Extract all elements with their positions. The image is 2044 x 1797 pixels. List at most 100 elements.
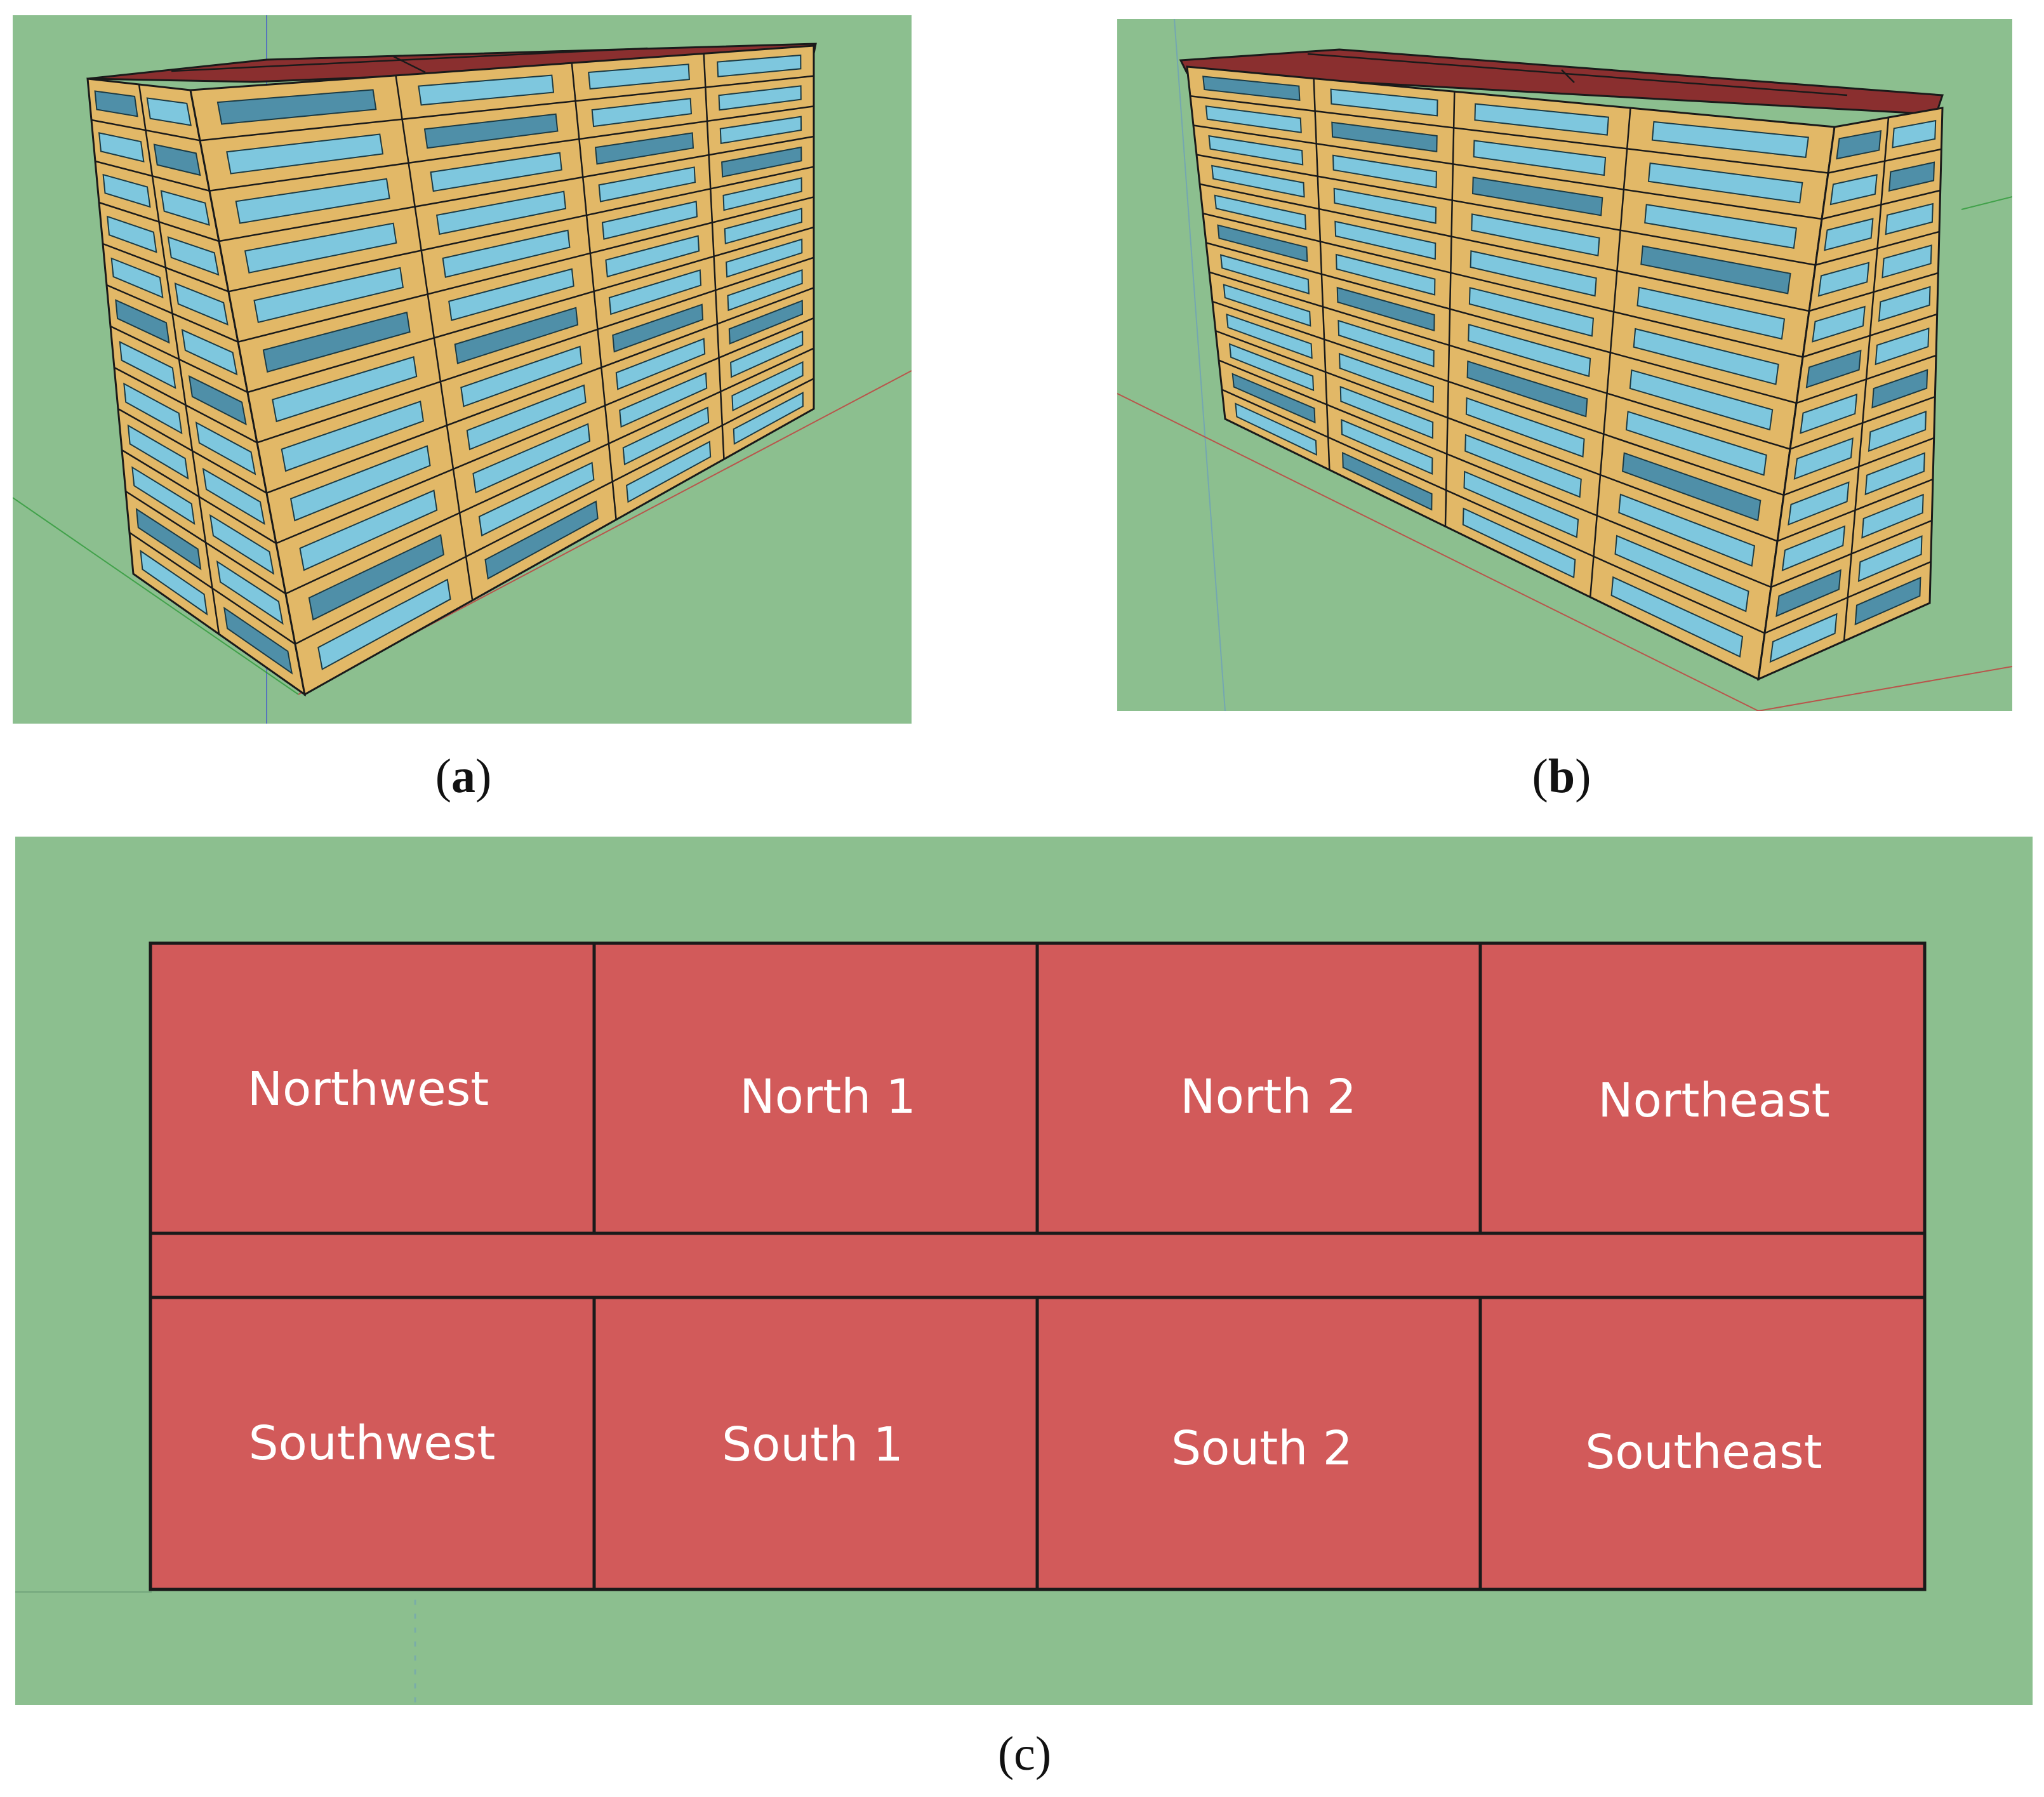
window: [299, 489, 438, 571]
floor-line: [295, 378, 814, 645]
floor-line: [266, 287, 814, 494]
floor-line: [285, 347, 814, 595]
window: [1339, 385, 1434, 439]
window: [281, 401, 425, 472]
window: [1636, 286, 1786, 340]
column-line: [138, 84, 220, 635]
floor-line: [199, 75, 814, 142]
window: [119, 341, 176, 389]
window: [1888, 161, 1935, 192]
window: [448, 268, 574, 321]
window: [223, 606, 293, 675]
window: [174, 282, 229, 326]
floor-line: [256, 256, 814, 444]
window: [1775, 569, 1842, 618]
window: [472, 423, 591, 494]
window: [1805, 349, 1862, 388]
window: [1226, 313, 1313, 359]
floor-plan-svg: [15, 837, 2033, 1705]
window: [1633, 328, 1779, 385]
window: [1208, 135, 1304, 166]
window: [605, 235, 700, 278]
panel-b-building-view: [1117, 19, 2012, 711]
axis-line: [1117, 393, 1759, 711]
window: [1471, 176, 1603, 216]
floor-line: [1190, 95, 1829, 174]
window: [107, 215, 157, 253]
floor-line: [209, 105, 814, 192]
window: [1471, 213, 1600, 256]
window: [308, 534, 444, 621]
window: [1881, 244, 1932, 279]
window: [733, 392, 804, 445]
caption-c: (c): [997, 1727, 1052, 1780]
window: [1640, 245, 1791, 295]
window: [181, 329, 238, 376]
building-3d-view-a: [13, 15, 912, 724]
window: [612, 303, 704, 353]
window: [123, 382, 183, 435]
window: [626, 441, 712, 503]
zone-label-south-1: South 1: [722, 1417, 903, 1472]
window: [1878, 286, 1931, 322]
window: [724, 208, 803, 245]
window: [717, 54, 802, 77]
zone-label-northwest: Northwest: [247, 1062, 489, 1117]
window: [216, 560, 284, 625]
window: [1651, 121, 1809, 159]
floor-line: [1209, 271, 1791, 450]
window: [1885, 202, 1934, 235]
window: [1473, 140, 1607, 176]
window: [1335, 253, 1436, 296]
window: [595, 132, 694, 165]
window: [1342, 451, 1433, 511]
window: [94, 90, 138, 117]
window: [1211, 164, 1305, 198]
window: [423, 113, 559, 149]
caption-b: (b): [1532, 750, 1591, 803]
window: [272, 356, 418, 423]
window: [115, 299, 170, 344]
window: [1331, 121, 1438, 152]
window: [1205, 105, 1302, 133]
floor-line: [237, 196, 814, 343]
column-line: [1589, 107, 1631, 597]
window: [1332, 154, 1437, 189]
window: [430, 152, 562, 192]
panel-c-floor-plan: Northwest North 1 North 2 Northeast Sout…: [15, 837, 2033, 1705]
panel-a-building-view: [13, 15, 912, 724]
window: [235, 178, 390, 224]
window: [1474, 103, 1609, 136]
floor-line: [1218, 359, 1772, 588]
window: [1625, 411, 1767, 476]
window: [1468, 323, 1591, 378]
window: [1618, 493, 1755, 567]
window: [731, 361, 804, 412]
window: [1800, 393, 1858, 434]
axis-line: [1758, 666, 2012, 711]
window: [135, 508, 202, 571]
window: [1330, 88, 1438, 117]
caption-a: (a): [435, 750, 492, 803]
window: [253, 267, 404, 324]
window: [588, 63, 690, 90]
floor-line: [1224, 418, 1759, 680]
window: [209, 514, 275, 575]
window: [1337, 319, 1435, 368]
window: [478, 461, 595, 537]
window: [727, 269, 803, 312]
window: [160, 190, 210, 226]
floor-line: [1221, 388, 1765, 634]
window: [484, 500, 599, 580]
window: [1336, 286, 1435, 332]
zone-label-southwest: Southwest: [248, 1416, 496, 1471]
column-line: [1843, 117, 1890, 642]
window: [1871, 369, 1928, 409]
window: [1231, 373, 1316, 424]
window: [1610, 576, 1744, 658]
building-3d-view-b: [1117, 19, 2012, 711]
window: [728, 300, 804, 345]
window: [726, 238, 803, 278]
floor-line: [228, 166, 814, 293]
window: [127, 424, 189, 480]
